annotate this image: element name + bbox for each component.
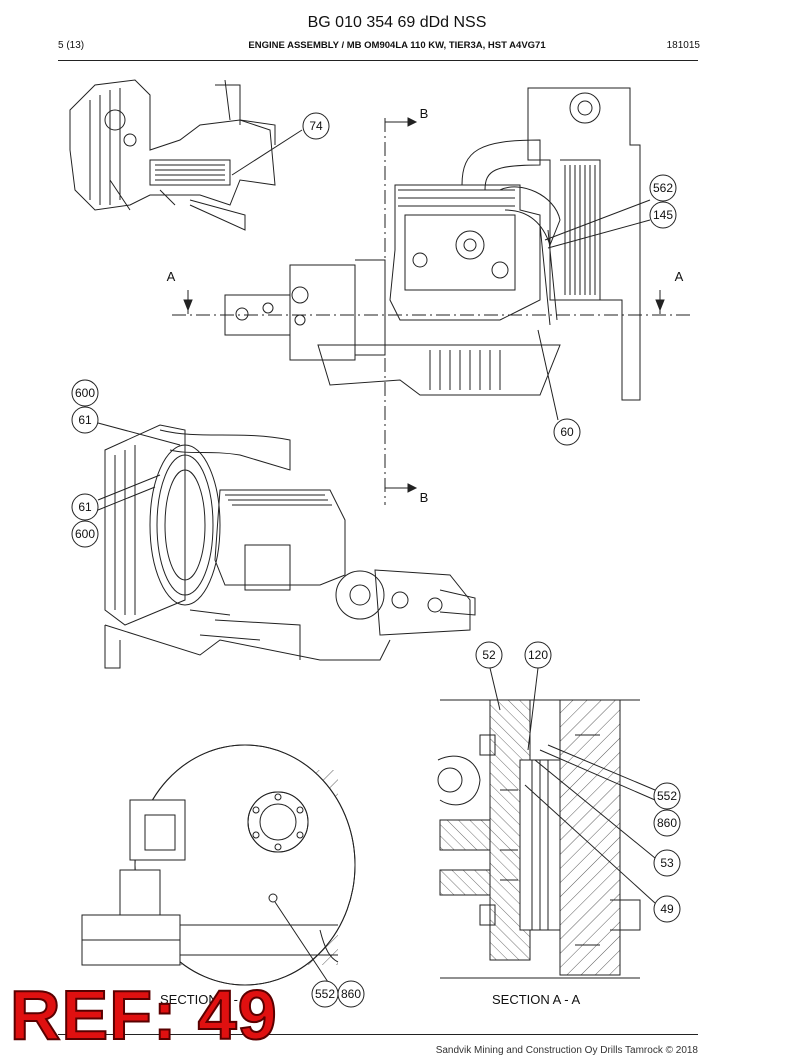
callout-600-bottom[interactable]: 600 [75, 527, 95, 541]
callout-52[interactable]: 52 [482, 648, 496, 662]
callout-600-top[interactable]: 600 [75, 386, 95, 400]
callout-552-right[interactable]: 552 [657, 789, 677, 803]
header-divider [58, 60, 698, 61]
engine-front-view [224, 87, 641, 401]
section-marker-a-left: A [167, 269, 176, 284]
page-title: ENGINE ASSEMBLY / MB OM904LA 110 KW, TIE… [248, 40, 546, 51]
callout-552-left[interactable]: 552 [315, 987, 335, 1001]
callout-labels: 74 562 145 60 600 61 61 600 52 120 552 8… [75, 119, 677, 1001]
callout-53[interactable]: 53 [660, 856, 674, 870]
reference-stamp: REF: 49 [9, 976, 278, 1054]
callout-562[interactable]: 562 [653, 181, 673, 195]
section-line-a [172, 290, 690, 316]
section-a-a-drawing [437, 699, 641, 979]
section-marker-b-top: B [420, 106, 429, 121]
callout-49[interactable]: 49 [660, 902, 674, 916]
section-b-b-drawing [81, 744, 356, 986]
section-letters: B B A A [167, 106, 684, 505]
section-line-b [384, 117, 418, 505]
page-number: 5 (13) [58, 40, 85, 51]
document-number: 181015 [666, 40, 700, 51]
section-marker-a-right: A [675, 269, 684, 284]
detail-view-top-left [69, 79, 276, 231]
callout-leaders [97, 129, 656, 983]
callout-61-bottom[interactable]: 61 [78, 500, 92, 514]
callout-860-left[interactable]: 860 [341, 987, 361, 1001]
callout-60[interactable]: 60 [560, 425, 574, 439]
document-code: BG 010 354 69 dDd NSS [307, 14, 487, 31]
section-a-a-label: SECTION A - A [492, 992, 581, 1007]
callout-860-right[interactable]: 860 [657, 816, 677, 830]
footer-divider [58, 1034, 698, 1035]
callout-120[interactable]: 120 [528, 648, 548, 662]
section-b-b-label: SECTION B - B [160, 992, 251, 1007]
footer-copyright: Sandvik Mining and Construction Oy Drill… [435, 1045, 698, 1056]
section-marker-b-bottom: B [420, 490, 429, 505]
callout-circles [71, 112, 681, 1008]
callout-145[interactable]: 145 [653, 208, 673, 222]
engine-isometric-view [104, 424, 476, 669]
callout-61-top[interactable]: 61 [78, 413, 92, 427]
callout-74[interactable]: 74 [309, 119, 323, 133]
